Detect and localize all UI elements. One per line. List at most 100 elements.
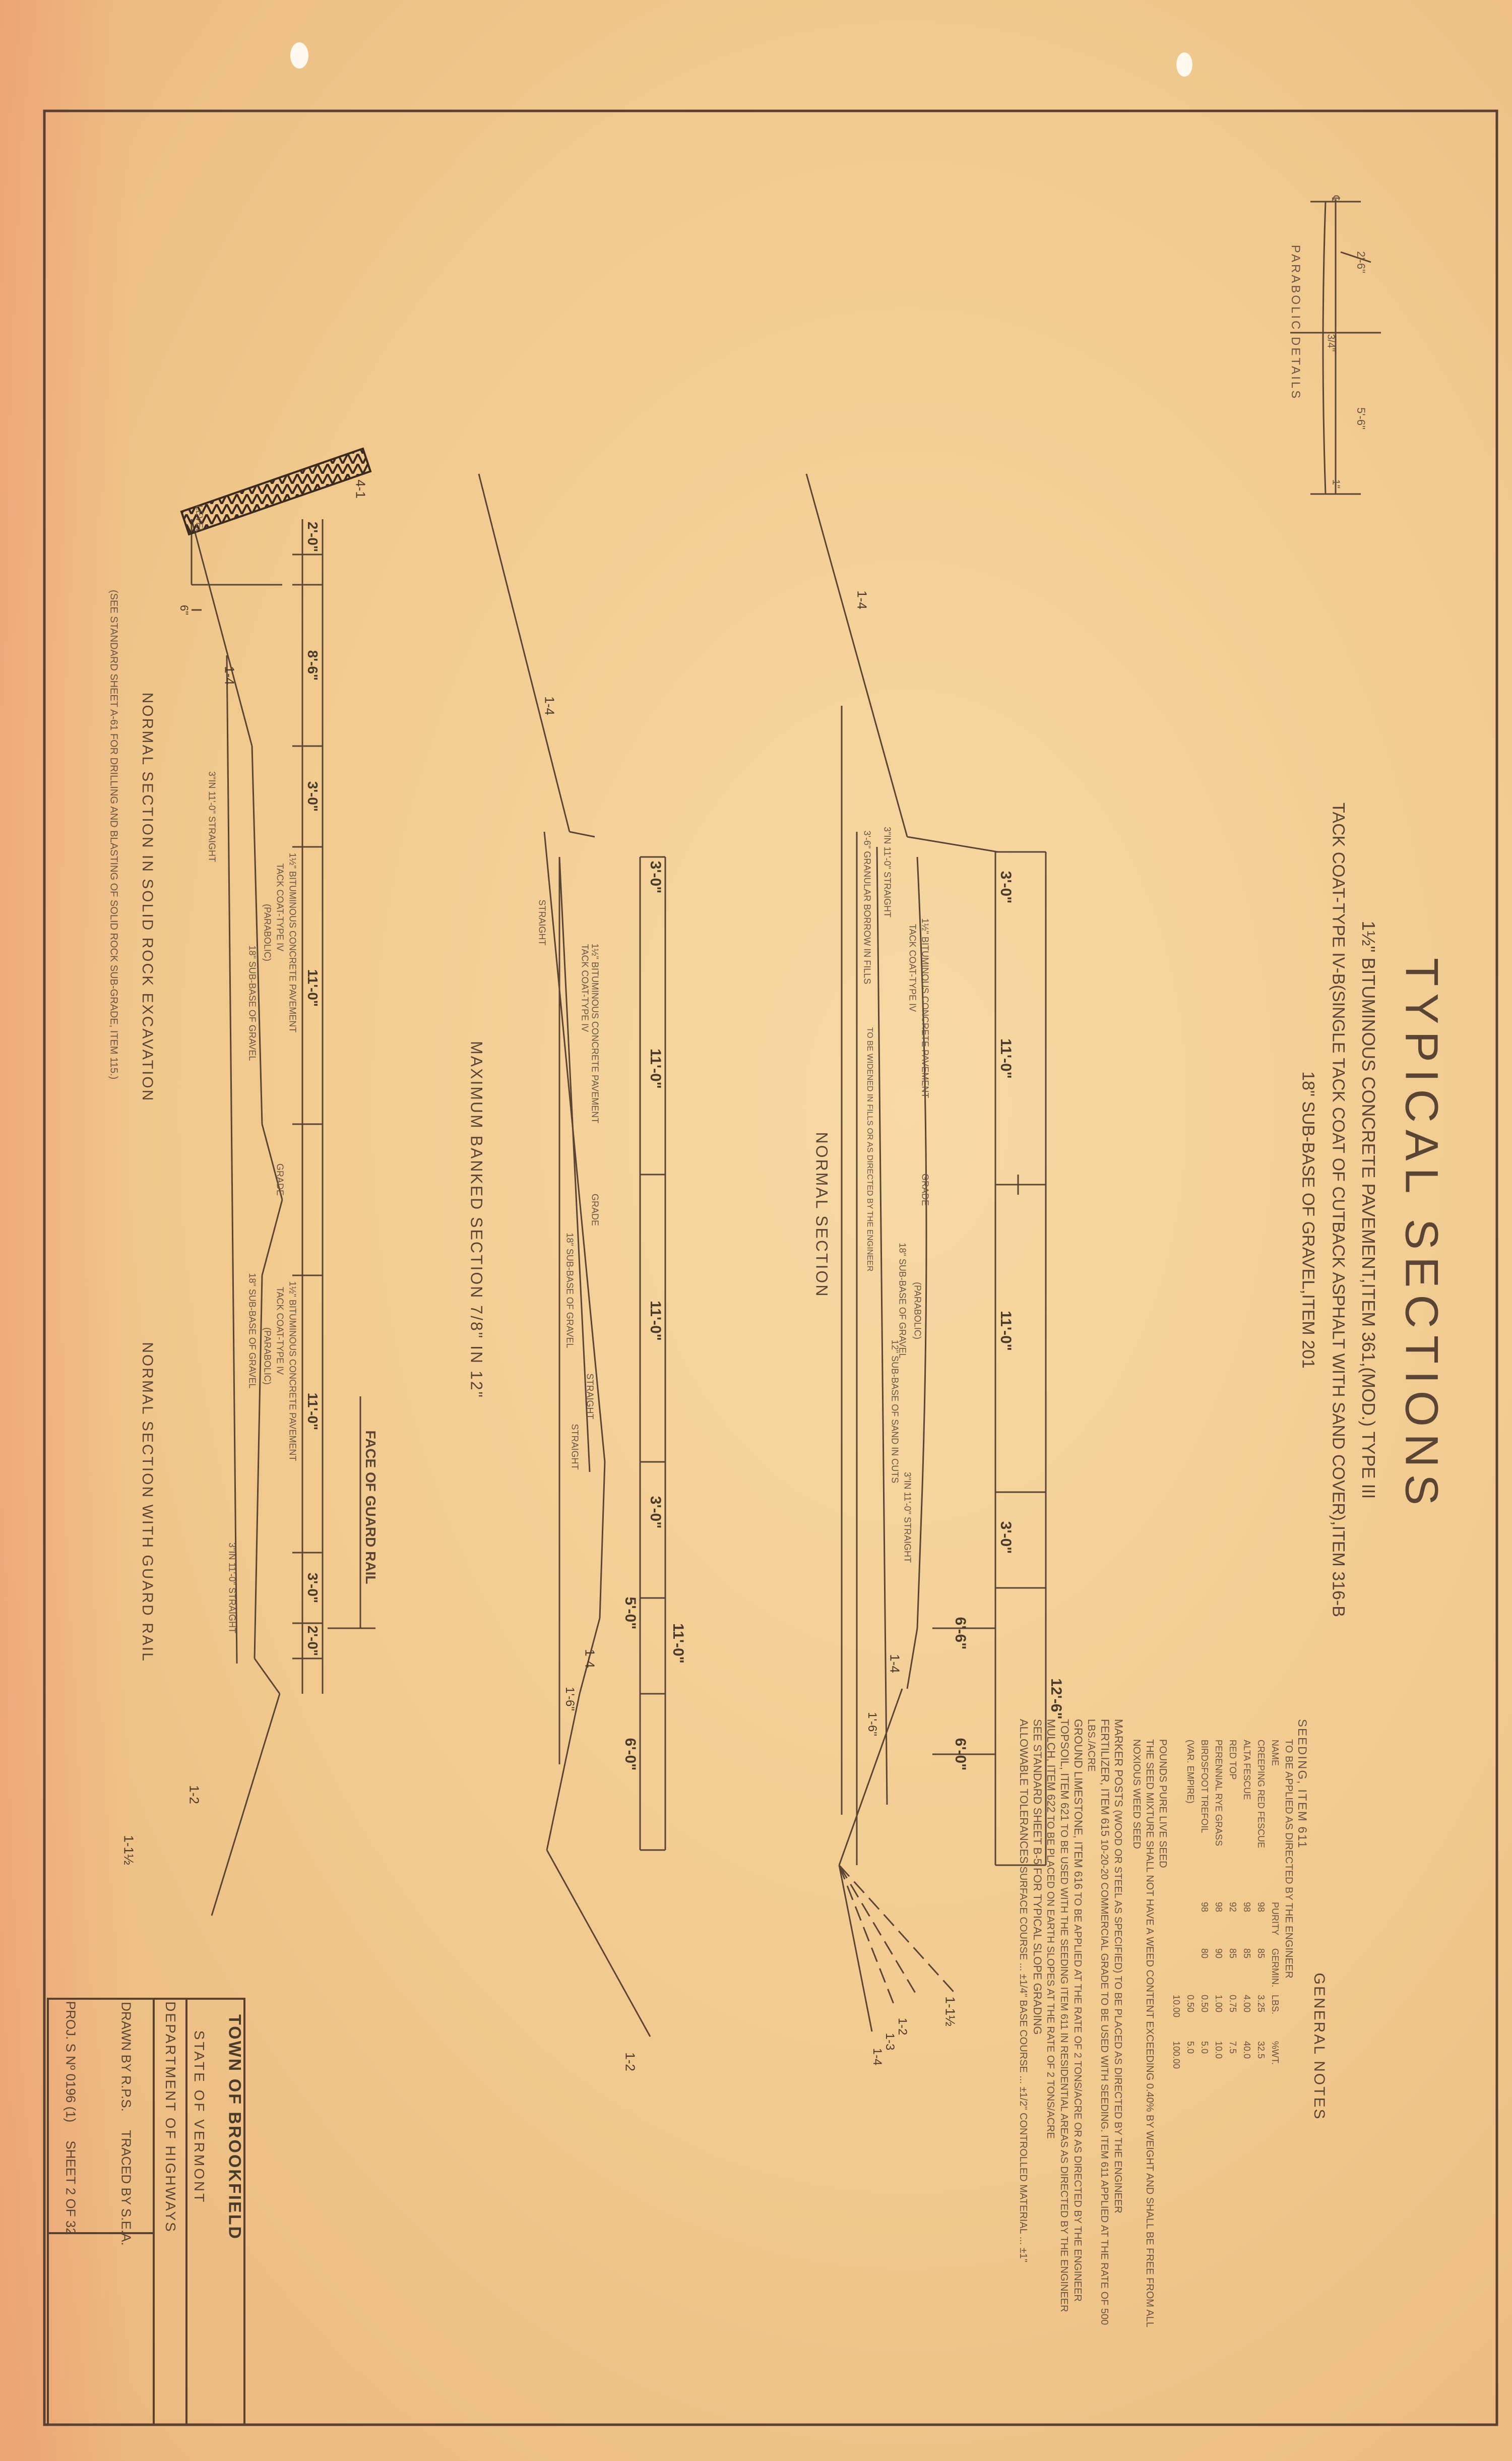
normal-note: 3'-6" GRANULAR BORROW IN FILLS xyxy=(862,830,872,985)
note-item-text: TO BE PLACED ON EARTH SLOPES AT THE RATE… xyxy=(1045,1815,1056,2139)
seed-cell: 98 xyxy=(1214,1902,1224,1913)
banked-dim: 3'-0" xyxy=(647,1496,664,1529)
banked-section-title: MAXIMUM BANKED SECTION 7/8" IN 12" xyxy=(467,1041,486,1399)
banked-note: STRAIGHT xyxy=(585,1373,595,1420)
rock-hatch xyxy=(180,447,372,536)
guard-dim: 3'-0" xyxy=(305,1572,321,1604)
banked-slope: 1-2 xyxy=(622,2052,638,2071)
sheet-border xyxy=(43,109,1498,2426)
seed-table: NAME PURITY GERMIN. LBS. %WT. CREEPING R… xyxy=(1169,1739,1282,2087)
seed-cell: RED TOP xyxy=(1228,1740,1238,1780)
title-block-frame xyxy=(47,1998,245,2426)
parabolic-dim: ℄ xyxy=(1330,195,1342,203)
seed-total-row: 10.00 100.00 xyxy=(1169,1739,1183,2087)
guard-dim: 2'-0" xyxy=(305,1625,321,1656)
seed-cell xyxy=(1169,1948,1183,1994)
seed-cell: 0.50 xyxy=(1200,1995,1210,2013)
seed-weed: THE SEED MIXTURE SHALL NOT HAVE A WEED C… xyxy=(1131,1739,1155,2327)
normal-note: 3"IN 11'-0" STRAIGHT xyxy=(902,1472,913,1563)
general-notes: GENERAL NOTES SEEDING, ITEM 611 TO BE AP… xyxy=(983,1719,1328,2374)
note-item: SEE STANDARD SHEET B-5 FOR TYPICAL SLOPE… xyxy=(1030,1719,1044,2374)
seed-cell xyxy=(1183,1948,1198,1994)
normal-note: 1½" BITUMINOUS CONCRETE PAVEMENT xyxy=(920,918,930,1098)
seed-footnote: POUNDS PURE LIVE SEED xyxy=(1157,1739,1168,1868)
parabolic-dim: 3/4" xyxy=(1325,334,1337,352)
note-item-text: (WOOD OR STEEL AS SPECIFIED) TO BE PLACE… xyxy=(1112,1810,1123,2213)
normal-dim: 3'-0" xyxy=(997,1521,1014,1554)
normal-slope: 1-4 xyxy=(870,2048,884,2066)
seed-col-name: NAME xyxy=(1270,1740,1280,1766)
parabolic-detail xyxy=(1290,199,1381,495)
parabolic-dim: 5'-6" xyxy=(1355,407,1367,429)
seed-cell: 5.0 xyxy=(1200,2041,1210,2054)
seed-total-wt: 100.00 xyxy=(1171,2041,1181,2069)
guard-note: 3"IN 11'-0" STRAIGHT xyxy=(227,1543,237,1633)
normal-section-drawing xyxy=(805,473,1047,2032)
seed-cell: 40.0 xyxy=(1242,2041,1252,2059)
seed-cell: 80 xyxy=(1200,1948,1210,1959)
title-block-town: TOWN OF BROOKFIELD xyxy=(225,2014,244,2241)
seed-total-lbs: 10.00 xyxy=(1171,1995,1181,2018)
seed-cell: 98 xyxy=(1200,1902,1210,1913)
banked-slope: 1-4 xyxy=(582,1649,598,1668)
parabolic-dim: 2'-6" xyxy=(1355,251,1367,273)
banked-note: STRAIGHT xyxy=(537,899,547,946)
normal-slope: 1-4 xyxy=(854,590,870,609)
rock-section-drawing xyxy=(191,519,375,1916)
seed-cell: 32.5 xyxy=(1256,2041,1266,2059)
title-block-state: STATE OF VERMONT xyxy=(192,2030,207,2204)
normal-note: 12" SUB-BASE OF SAND IN CUTS xyxy=(890,1339,900,1484)
rock-dim: 11'-0" xyxy=(305,969,321,1007)
banked-note: GRADE xyxy=(590,1193,600,1226)
normal-note: TACK COAT-TYPE IV xyxy=(907,924,918,1012)
title-block-traced: TRACED BY S.E.A. xyxy=(118,2130,134,2246)
banked-section-drawing xyxy=(478,473,666,2037)
banked-dim: 11'-0" xyxy=(647,1301,664,1341)
seed-cell xyxy=(1183,1901,1198,1948)
note-item-title: ALLOWABLE TOLERANCES xyxy=(1018,1719,1030,1864)
normal-slope: 1-4 xyxy=(887,1654,903,1673)
seed-table-header: NAME PURITY GERMIN. LBS. %WT. xyxy=(1268,1739,1282,2087)
seed-col-purity: PURITY xyxy=(1270,1902,1280,1936)
seed-cell: 85 xyxy=(1256,1948,1266,1959)
sheet-title: TYPICAL SECTIONS xyxy=(1396,958,1447,1512)
rock-dim: 2'-0" xyxy=(305,521,321,552)
guard-section-title: NORMAL SECTION WITH GUARD RAIL xyxy=(139,1342,156,1663)
note-item: GROUND LIMESTONE, ITEM 616 TO BE APPLIED… xyxy=(1071,1719,1085,2374)
guard-note: 1½" BITUMINOUS CONCRETE PAVEMENT xyxy=(287,1281,298,1461)
title-block-proj: PROJ. S Nº 0196 (1) xyxy=(63,2001,79,2123)
normal-dim: 11'-0" xyxy=(997,1038,1014,1079)
title-block-dept: DEPARTMENT OF HIGHWAYS xyxy=(163,2001,178,2233)
rock-dim: 6" xyxy=(178,604,191,616)
seed-cell: 98 xyxy=(1256,1902,1266,1913)
banked-dim: 11'-0" xyxy=(670,1623,686,1664)
general-notes-heading: GENERAL NOTES xyxy=(1311,1973,1328,2121)
seed-cell: 85 xyxy=(1228,1948,1238,1959)
guard-note: TACK COAT-TYPE IV xyxy=(275,1286,285,1375)
normal-dim: 1'-6" xyxy=(865,1712,879,1736)
seed-cell: 3.25 xyxy=(1256,1995,1266,2013)
note-item-title: GROUND LIMESTONE, ITEM 616 xyxy=(1072,1719,1085,1890)
rock-slope: 4-1 xyxy=(353,479,368,499)
seed-cell: 98 xyxy=(1242,1902,1252,1913)
rock-slope: 1-4 xyxy=(222,666,237,685)
normal-note: 3"IN 11'-0" STRAIGHT xyxy=(882,827,893,917)
rock-dim: 8'-6" xyxy=(305,650,321,681)
normal-section-title: NORMAL SECTION xyxy=(812,1132,831,1298)
title-block-drawn: DRAWN BY R.P.S. xyxy=(118,2002,134,2112)
title-block-sheet: SHEET 2 OF 32 xyxy=(63,2140,79,2235)
rock-note: 18" SUB-BASE OF GRAVEL xyxy=(247,945,258,1061)
banked-slope: 1-4 xyxy=(542,696,557,715)
seed-cell: 92 xyxy=(1228,1902,1238,1913)
normal-dim: 3'-0" xyxy=(997,871,1014,904)
note-item: MARKER POSTS (WOOD OR STEEL AS SPECIFIED… xyxy=(1111,1719,1125,2374)
note-item-text: TO BE USED WITH THE SEEDING ITEM 611 IN … xyxy=(1058,1823,1069,2312)
seed-cell: 5.0 xyxy=(1185,2041,1195,2054)
note-item-text: SURFACE COURSE ... ±1/4" BASE COURSE ...… xyxy=(1018,1866,1029,2263)
banked-dim: 6'-0" xyxy=(622,1738,639,1771)
normal-dim: 11'-0" xyxy=(997,1311,1014,1351)
note-item: TOPSOIL, ITEM 621 TO BE USED WITH THE SE… xyxy=(1057,1719,1071,2374)
